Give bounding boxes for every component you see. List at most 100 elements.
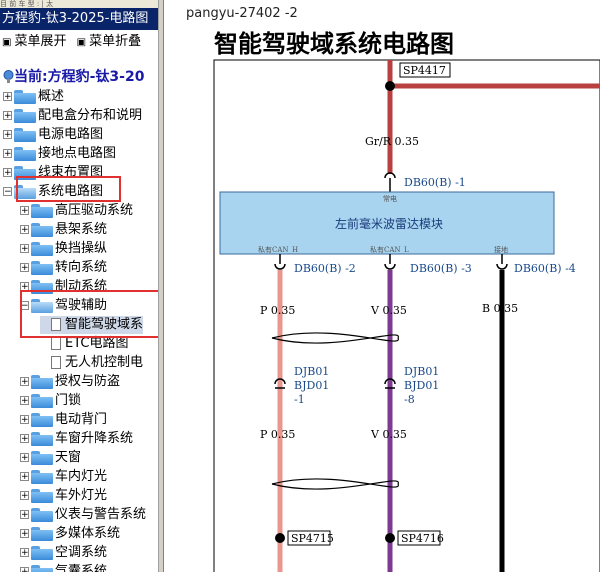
folder-icon [14,146,36,161]
expand-toggle-icon[interactable]: + [20,225,29,235]
wire-label-p2: P 0.35 [260,428,295,441]
folder-icon [14,184,36,199]
tree-item-label: 仪表与警告系统 [55,507,147,522]
splice-left-label: SP4715 [291,532,334,545]
tree-item[interactable]: +多媒体系统 [20,525,120,543]
inline-right-2: BJD01 [404,379,439,392]
inline-connector-symbols [274,378,396,389]
folder-icon [31,450,53,465]
document-icon [51,318,61,331]
expand-toggle-icon[interactable]: + [3,92,12,102]
document-icon [51,337,61,350]
splice-dot-left [275,533,285,543]
globe-icon [3,70,14,83]
tree-item[interactable]: +换挡操纵 [20,240,107,258]
inline-right-3: -8 [404,393,415,406]
tree-item-label: 车外灯光 [55,488,108,503]
expand-toggle-icon[interactable]: − [3,187,12,197]
inline-right-1: DJB01 [404,365,439,378]
splice-dot-right [385,533,395,543]
expand-toggle-icon[interactable]: + [20,415,29,425]
expand-toggle-icon[interactable]: + [20,491,29,501]
highlight-box-driving-assist [20,290,158,338]
tree-item-label: 接地点电路图 [38,146,117,161]
expand-toggle-icon[interactable]: + [20,567,29,572]
expand-toggle-icon[interactable]: + [20,396,29,406]
tree-item[interactable]: + 车窗升降系统 [20,430,133,448]
tree-item-label: 车内灯光 [55,469,108,484]
expand-toggle-icon[interactable]: + [20,548,29,558]
folder-icon [14,165,36,180]
expand-toggle-icon[interactable]: + [20,244,29,254]
inline-left-2: BJD01 [294,379,329,392]
tree-item[interactable]: 无人机控制电 [40,354,143,372]
expand-menu-button[interactable]: ▣菜单展开 [2,34,67,49]
tree-item-label: 气囊系统 [55,564,108,572]
expand-toggle-icon[interactable]: + [3,149,12,159]
tree-item-label: 电源电路图 [38,127,104,142]
circuit-diagram: SP4417 Gr/R 0.35 DB60(B) -1 常电 左前毫米波雷达模块… [213,59,600,572]
tree-item[interactable]: + 电源电路图 [3,126,103,144]
tree-item[interactable]: +空调系统 [20,544,107,562]
tree-item[interactable]: +高压驱动系统 [20,202,133,220]
tree-item[interactable]: + 接地点电路图 [3,145,116,163]
tree-item[interactable]: +悬架系统 [20,221,107,239]
folder-icon [31,412,53,427]
expand-toggle-icon[interactable]: + [20,529,29,539]
tree-item-label: 系统电路图 [38,184,104,199]
expand-toggle-icon[interactable]: + [3,111,12,121]
expand-toggle-icon[interactable]: + [20,510,29,520]
folder-icon [31,507,53,522]
highlight-box-system [16,176,121,202]
radar-module [219,191,555,255]
expand-toggle-icon[interactable]: + [3,130,12,140]
tree-item[interactable]: − 系统电路图 [3,183,103,201]
expand-toggle-icon[interactable]: + [20,206,29,216]
tree-item-label: 门锁 [55,393,82,408]
tree-item[interactable]: +授权与防盗 [20,373,120,391]
folder-icon [31,298,53,313]
splice-label-box [399,62,451,78]
connector-row [274,254,508,270]
tree-item[interactable]: + 仪表与警告系统 [20,506,146,524]
expand-toggle-icon[interactable]: + [20,434,29,444]
wire-label-b: B 0.35 [482,302,518,315]
folder-icon [31,545,53,560]
splitter[interactable] [158,0,164,572]
tree-item[interactable]: + 车内灯光 [20,468,107,486]
tree-item[interactable]: + 转向系统 [20,259,107,277]
menubar: ▣菜单展开 ▣菜单折叠 [0,30,158,54]
tree-item[interactable]: +电动背门 [20,411,107,429]
tree-root[interactable]: 当前:方程豹-钛3-20 [3,66,144,86]
wire-label-p1: P 0.35 [260,304,295,317]
tree-item-label: ETC电路图 [65,336,129,351]
folder-icon [31,431,53,446]
tree-item[interactable]: 智能驾驶域系 [40,316,144,334]
folder-icon [31,260,53,275]
page-title: 智能驾驶域系统电路图 [214,30,454,58]
expand-toggle-icon[interactable]: + [20,453,29,463]
twisted-pair-symbol [271,332,399,344]
expand-toggle-icon[interactable]: + [20,263,29,273]
pin-top-label: 常电 [383,194,397,203]
tree-item[interactable]: +概述 [3,88,64,106]
expand-toggle-icon[interactable]: + [20,472,29,482]
tree-item[interactable]: −驾驶辅助 [20,297,107,315]
connector-symbol [384,172,396,179]
tree-item[interactable]: +配电盒分布和说明 [3,107,142,125]
tree-item-label: 转向系统 [55,260,108,275]
expand-toggle-icon[interactable]: + [3,168,12,178]
folder-icon [31,203,53,218]
expand-toggle-icon[interactable]: + [20,377,29,387]
connector-4-label: DB60(B) -4 [514,262,576,275]
tree-item[interactable]: + 气囊系统 [20,563,107,572]
folder-icon [31,488,53,503]
tree-item[interactable]: + 门锁 [20,392,81,410]
tree-item-label: 车窗升降系统 [55,431,134,446]
splice-top-label: SP4417 [403,64,446,77]
tree-item[interactable]: + 车外灯光 [20,487,107,505]
wire-label-v1: V 0.35 [370,304,407,317]
collapse-menu-button[interactable]: ▣菜单折叠 [76,34,142,49]
tree-item[interactable]: +天窗 [20,449,81,467]
diagram-view: pangyu-27402 -2 智能驾驶域系统电路图 SP4417 Gr/R 0… [164,0,600,572]
